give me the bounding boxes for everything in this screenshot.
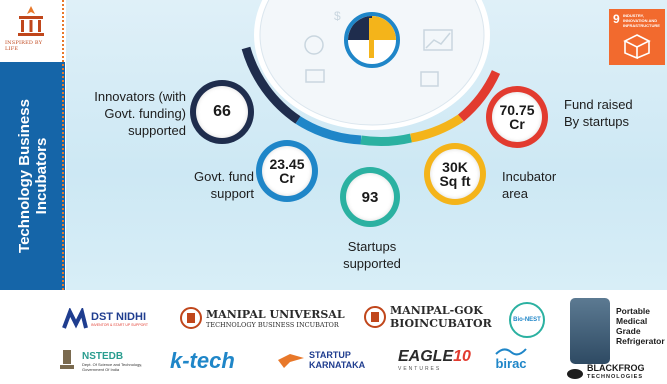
eagle-sub: VENTURES bbox=[398, 366, 442, 372]
nstedb-sub-1: Dept. Of Science and Technology, bbox=[82, 361, 143, 367]
eagle-text: EAGLE bbox=[398, 348, 454, 365]
startups-label-2: supported bbox=[343, 256, 401, 271]
center-dial: $ bbox=[241, 0, 501, 146]
govt-fund-value-1: 23.45 bbox=[269, 156, 305, 172]
govt-fund-bubble: 23.45 Cr bbox=[256, 140, 318, 202]
nstedb-logo: NSTEDB Dept. Of Science and Technology, … bbox=[58, 348, 142, 374]
sdg-badge: 9 INDUSTRY, INNOVATION AND INFRASTRUCTUR… bbox=[609, 9, 665, 65]
nstedb-text: NSTEDB bbox=[82, 350, 124, 362]
fund-raised-label-1: Fund raised bbox=[564, 97, 633, 112]
logo-tagline: INSPIRED BY LIFE bbox=[5, 40, 43, 52]
innovators-label-1: Innovators (with bbox=[94, 89, 186, 104]
infographic: $ 9 INDUSTRY, INNOVATION AND INFRASTRUCT… bbox=[66, 0, 667, 290]
eagle-num: 10 bbox=[453, 348, 471, 365]
birac-logo: birac bbox=[494, 346, 528, 371]
bionest-text: Bio-NEST bbox=[513, 317, 541, 323]
dst-nidhi-icon bbox=[62, 308, 88, 329]
bionest-logo: Bio-NEST bbox=[509, 302, 545, 338]
ktech-logo: k-tech bbox=[170, 348, 235, 373]
manipal-universal-text-2: TECHNOLOGY BUSINESS INCUBATOR bbox=[206, 320, 339, 329]
govt-fund-value-2: Cr bbox=[279, 170, 295, 186]
divider bbox=[62, 0, 66, 290]
blackfrog-text-1: BLACKFROG bbox=[587, 363, 645, 373]
blackfrog-text-2: TECHNOLOGIES bbox=[587, 374, 644, 380]
startup-bird-icon bbox=[278, 354, 304, 368]
product-caption-4: Refrigerator bbox=[616, 336, 665, 346]
manipal-universal-icon bbox=[180, 307, 202, 329]
emblem-icon bbox=[60, 350, 74, 369]
manipal-gok-icon bbox=[364, 306, 386, 328]
startups-value: 93 bbox=[346, 173, 394, 221]
manipal-logo: INSPIRED BY LIFE bbox=[5, 4, 57, 60]
nstedb-sub-2: Government Of India bbox=[82, 366, 120, 372]
startup-karnataka-logo: STARTUP KARNATAKA bbox=[276, 350, 365, 370]
innovators-bubble: 66 bbox=[190, 80, 254, 144]
manipal-universal-text-1: MANIPAL UNIVERSAL bbox=[206, 307, 345, 321]
innovators-value: 66 bbox=[196, 86, 248, 138]
birac-text: birac bbox=[495, 356, 527, 371]
svg-text:$: $ bbox=[334, 9, 341, 23]
incubator-value: 30K Sq ft bbox=[430, 149, 480, 199]
sdg-text: INDUSTRY, INNOVATION AND INFRASTRUCTURE bbox=[623, 13, 660, 28]
manipal-gok-logo: MANIPAL-GOK BIOINCUBATOR bbox=[364, 304, 492, 330]
dst-nidhi-logo: DST NIDHI INVENTOR & START UP SUPPORT bbox=[62, 308, 148, 330]
startup-text-2: KARNATAKA bbox=[309, 360, 366, 370]
product-caption-1: Portable bbox=[616, 306, 651, 316]
incubator-bubble: 30K Sq ft bbox=[424, 143, 486, 205]
govt-fund-value: 23.45 Cr bbox=[262, 146, 312, 196]
dst-nidhi-text: DST NIDHI bbox=[91, 311, 146, 323]
fund-raised-value-2: Cr bbox=[509, 116, 525, 132]
innovators-label: Innovators (with Govt. funding) supporte… bbox=[88, 88, 186, 139]
manipal-gok-text-1: MANIPAL-GOK bbox=[390, 304, 483, 317]
fund-raised-value-1: 70.75 bbox=[499, 102, 535, 118]
partner-logos: DST NIDHI INVENTOR & START UP SUPPORT MA… bbox=[0, 290, 667, 384]
blackfrog-logo: BLACKFROG TECHNOLOGIES bbox=[566, 364, 645, 382]
incubator-value-1: 30K bbox=[442, 159, 468, 175]
startups-label: Startups supported bbox=[332, 238, 412, 272]
title-line-1: Technology Business bbox=[15, 99, 33, 253]
startups-label-1: Startups bbox=[347, 239, 397, 254]
cubes-icon bbox=[623, 34, 651, 59]
manipal-gok-text-2: BIOINCUBATOR bbox=[390, 317, 492, 330]
startups-bubble: 93 bbox=[340, 167, 400, 227]
startup-text-1: STARTUP bbox=[309, 350, 351, 360]
frog-icon bbox=[567, 369, 583, 379]
govt-fund-label: Govt. fund support bbox=[176, 168, 254, 202]
fund-raised-label: Fund raised By startups bbox=[564, 96, 654, 130]
title-strip: Technology Business Incubators bbox=[0, 62, 65, 290]
side-panel: INSPIRED BY LIFE Technology Business Inc… bbox=[0, 0, 65, 290]
refrigerator-image bbox=[570, 298, 610, 364]
page-title: Technology Business Incubators bbox=[16, 99, 50, 253]
product-caption-2: Medical bbox=[616, 316, 648, 326]
product-caption-3: Grade bbox=[616, 326, 641, 336]
sdg-number: 9 bbox=[613, 12, 620, 26]
innovators-label-3: supported bbox=[128, 123, 186, 138]
title-line-2: Incubators bbox=[32, 137, 50, 215]
manipal-emblem-icon bbox=[18, 6, 44, 36]
eagle10-logo: EAGLE10 VENTURES bbox=[398, 348, 471, 372]
incubator-label-2: area bbox=[502, 186, 529, 201]
incubator-value-2: Sq ft bbox=[439, 173, 471, 189]
govt-fund-label-2: support bbox=[210, 186, 254, 201]
innovators-label-2: Govt. funding) bbox=[104, 106, 186, 121]
fund-raised-value: 70.75 Cr bbox=[492, 92, 542, 142]
product-caption: Portable Medical Grade Refrigerator bbox=[616, 306, 665, 346]
birac-wave-icon bbox=[495, 348, 527, 356]
incubator-label: Incubator area bbox=[502, 168, 582, 202]
incubator-label-1: Incubator bbox=[502, 169, 557, 184]
fund-raised-bubble: 70.75 Cr bbox=[486, 86, 548, 148]
manipal-universal-logo: MANIPAL UNIVERSAL TECHNOLOGY BUSINESS IN… bbox=[180, 306, 345, 330]
govt-fund-label-1: Govt. fund bbox=[194, 169, 254, 184]
dst-nidhi-sub: INVENTOR & START UP SUPPORT bbox=[91, 323, 148, 327]
fund-raised-label-2: By startups bbox=[564, 114, 630, 129]
